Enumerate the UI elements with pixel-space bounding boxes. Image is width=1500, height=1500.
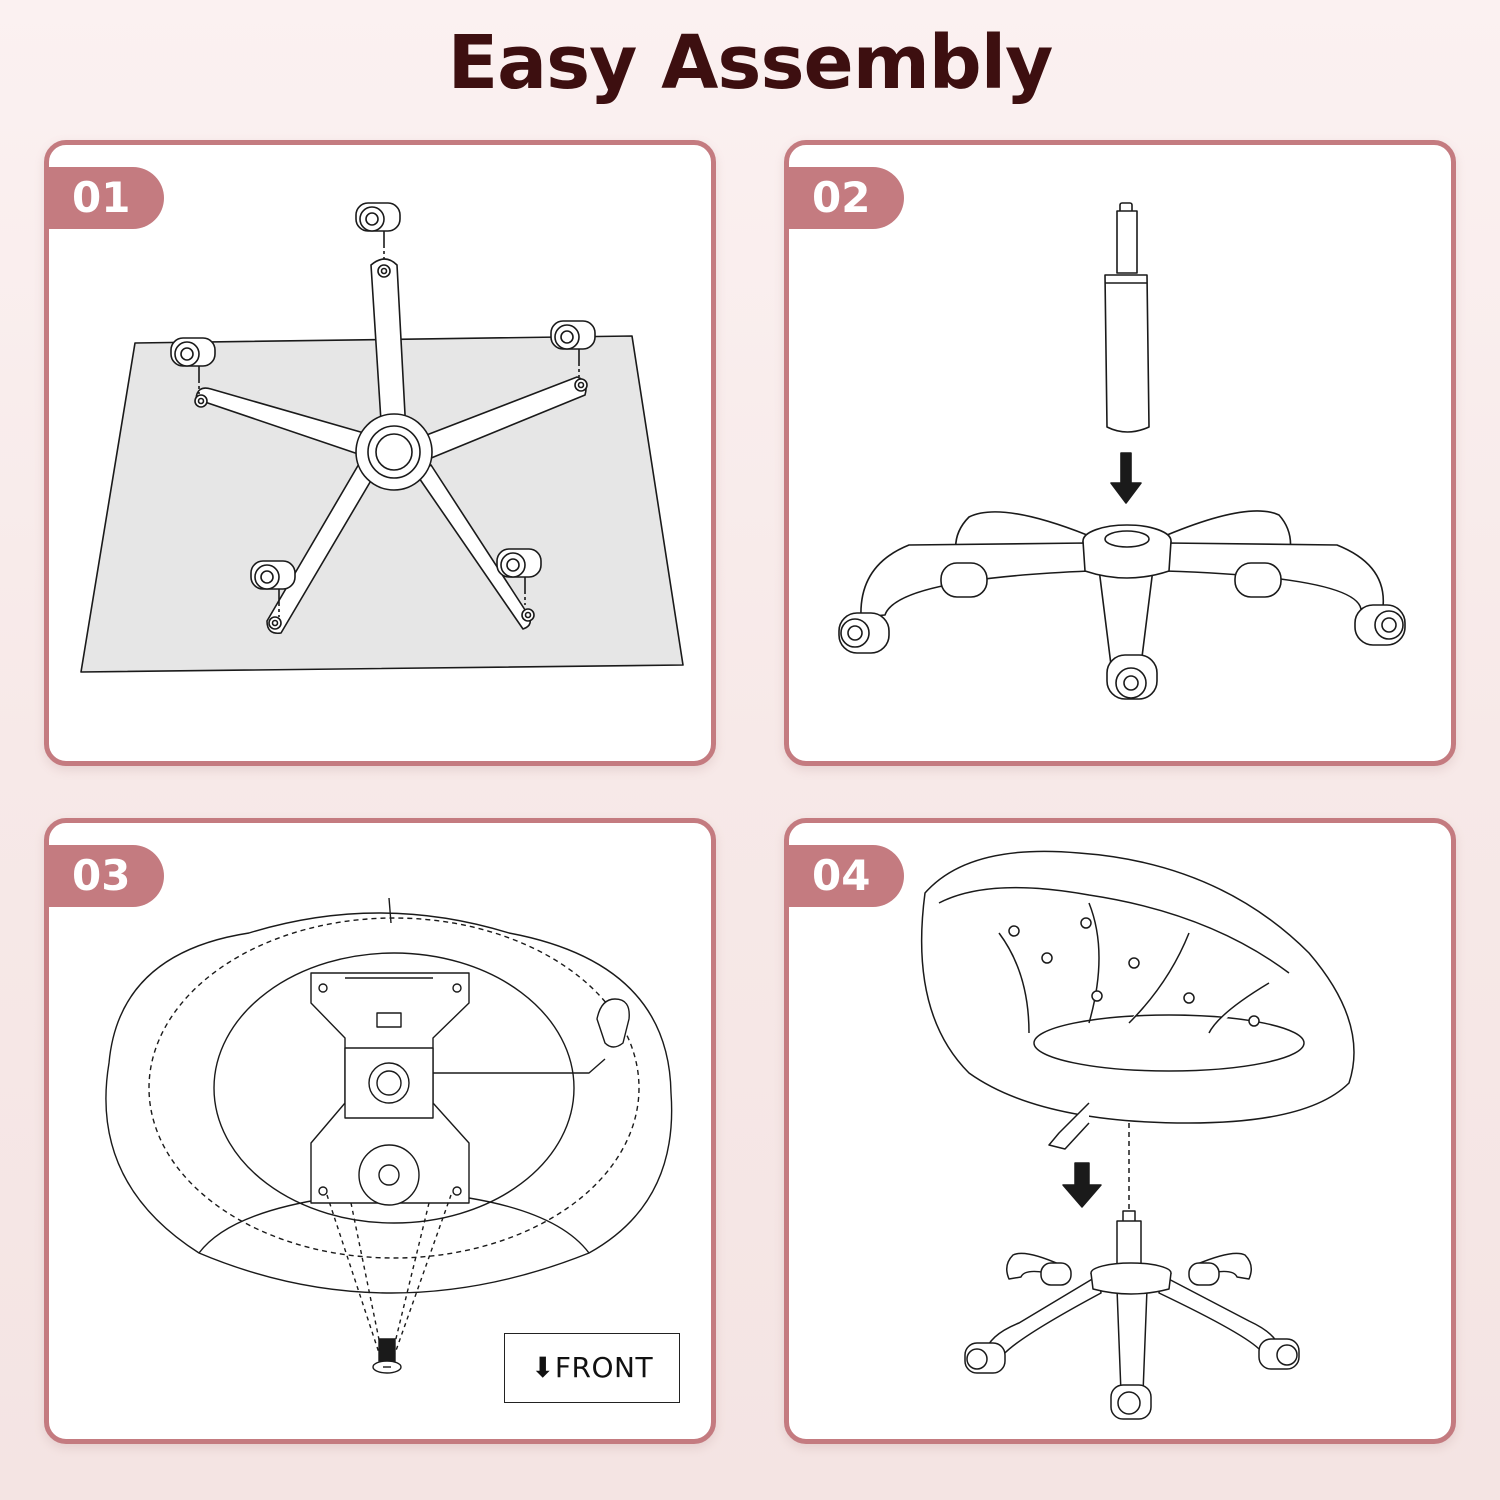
step-2-panel: 02 <box>784 140 1456 766</box>
gas-lift-cylinder <box>1105 203 1149 432</box>
step-4-badge: 04 <box>784 845 904 907</box>
step-2-illustration <box>789 145 1451 761</box>
step-3-panel: 03 ⬇FRONT <box>44 818 716 1444</box>
step-1-badge: 01 <box>44 167 164 229</box>
step-3-badge: 03 <box>44 845 164 907</box>
down-arrow-icon <box>1111 453 1141 503</box>
page-title: Easy Assembly <box>0 20 1500 106</box>
chair-base-with-lift <box>965 1211 1299 1419</box>
down-arrow-icon <box>1063 1163 1101 1207</box>
step-4-illustration <box>789 823 1451 1439</box>
step-1-panel: 01 <box>44 140 716 766</box>
chair-base-star <box>861 511 1383 665</box>
step-2-badge: 02 <box>784 167 904 229</box>
step-4-panel: 04 <box>784 818 1456 1444</box>
front-direction-label: ⬇FRONT <box>504 1333 680 1403</box>
screw-icon <box>373 1339 401 1373</box>
step-1-illustration <box>49 145 711 761</box>
